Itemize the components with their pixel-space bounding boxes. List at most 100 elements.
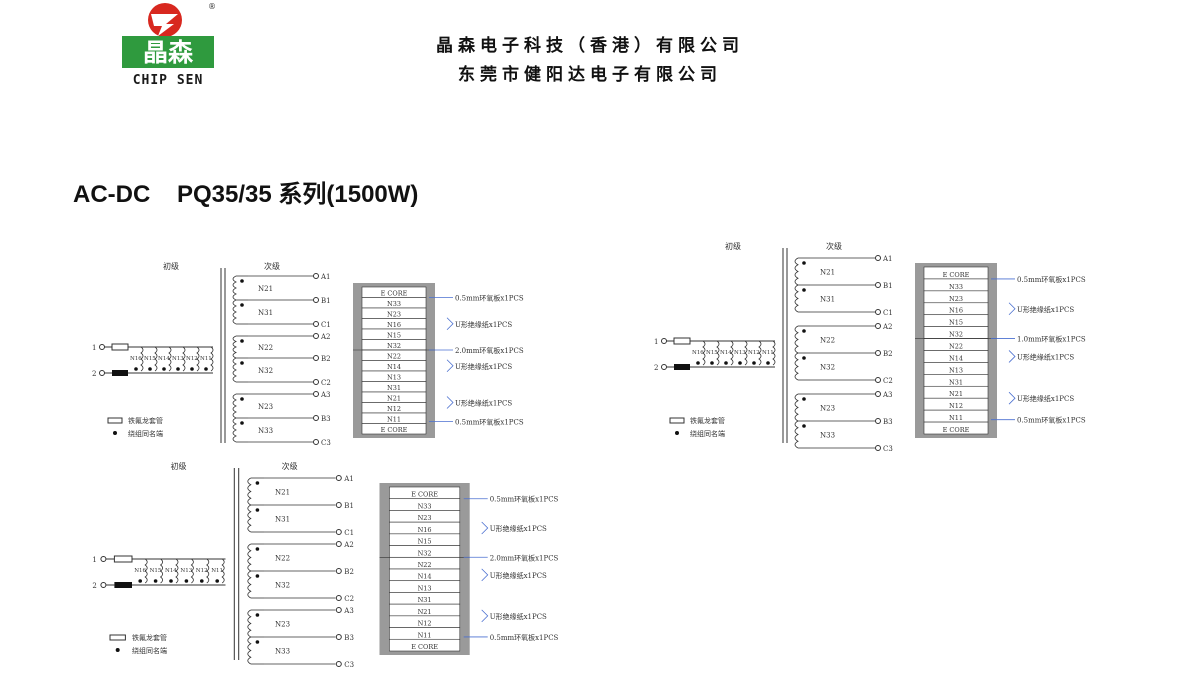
dot-mark: [766, 361, 770, 365]
dot-mark: [240, 421, 244, 425]
primary-winding-label: N14: [158, 356, 170, 362]
primary-coil: [702, 340, 706, 366]
secondary-coil: [232, 275, 237, 301]
legend-dot-label: 绕组同名端: [128, 429, 163, 438]
pin-1-terminal: [661, 338, 667, 344]
layer-label: N31: [387, 384, 401, 392]
annotation-label: U形绝缘纸x1PCS: [1017, 394, 1074, 403]
dot-mark: [240, 397, 244, 401]
dot-mark: [240, 339, 244, 343]
bracket-arrow: [446, 317, 454, 331]
secondary-coil: [794, 352, 799, 381]
output-terminal: [335, 568, 342, 574]
annotation-label: U形绝缘纸x1PCS: [490, 571, 547, 580]
secondary-winding-label: N31: [820, 296, 835, 304]
output-label: B1: [321, 297, 331, 305]
output-label: A3: [882, 391, 893, 399]
core-label-cell: [361, 423, 427, 435]
dot-mark: [802, 288, 806, 292]
secondary-coil: [794, 420, 799, 449]
layer-label: N23: [387, 311, 401, 319]
company-name-hk: 晶森电子科技（香港）有限公司: [436, 36, 744, 56]
primary-winding-label: N13: [734, 350, 746, 356]
logo-green-band: [122, 36, 214, 68]
layer-label: N11: [949, 414, 963, 422]
dot-mark: [148, 367, 152, 371]
primary-coil: [182, 346, 186, 372]
layer-label: N21: [949, 390, 963, 398]
secondary-coil: [247, 636, 252, 665]
output-terminal: [313, 391, 319, 397]
core-label-cell: [389, 638, 461, 652]
dot-mark: [802, 397, 806, 401]
output-terminal: [875, 391, 881, 397]
output-label: A1: [343, 475, 354, 483]
output-label: A1: [320, 273, 331, 281]
layer-label: N22: [949, 343, 963, 351]
secondary-coil: [232, 357, 237, 383]
secondary-label: 次级: [264, 261, 280, 271]
secondary-winding-label: N22: [820, 337, 835, 345]
primary-winding-label: N14: [165, 568, 177, 574]
output-terminal: [313, 297, 319, 303]
layer-label: N12: [387, 405, 401, 413]
primary-winding-label: N11: [200, 356, 212, 362]
layer-label: N31: [418, 596, 432, 604]
layer-label: N13: [418, 584, 432, 592]
primary-winding-label: N13: [180, 568, 192, 574]
output-label: C3: [883, 445, 893, 453]
primary-coil: [716, 340, 720, 366]
secondary-coil: [794, 257, 799, 286]
output-label: B2: [321, 355, 331, 363]
primary-winding-label: N16: [134, 568, 146, 574]
primary-winding-label: N16: [130, 356, 142, 362]
pin-2-terminal: [661, 364, 667, 370]
output-label: A3: [320, 391, 331, 399]
layer-label: N16: [418, 526, 432, 534]
output-terminal: [875, 282, 881, 288]
legend-tube-icon: [107, 417, 123, 424]
output-label: C2: [321, 379, 331, 387]
primary-label: 初级: [171, 461, 187, 471]
page-title: AC-DC PQ35/35 系列(1500W): [73, 181, 419, 208]
output-label: B2: [344, 568, 354, 576]
pin-2-label: 2: [92, 582, 96, 590]
secondary-winding-label: N23: [275, 621, 290, 629]
pin-1-label: 1: [92, 556, 96, 564]
layer-label: N21: [387, 395, 401, 403]
output-terminal: [335, 661, 342, 667]
output-terminal: [875, 418, 881, 424]
dot-mark: [255, 547, 260, 551]
pin-2-label: 2: [92, 370, 96, 378]
bracket-arrow: [481, 568, 489, 582]
secondary-winding-label: N23: [820, 405, 835, 413]
core-label-cell: [923, 421, 989, 435]
secondary-winding-label: N31: [275, 516, 290, 524]
layer-label: N31: [949, 378, 963, 386]
logo-subtitle: CHIP SEN: [133, 73, 204, 88]
output-label: A3: [343, 607, 354, 615]
layer-label: N14: [418, 573, 432, 581]
bracket-arrow: [1008, 350, 1016, 363]
dot-mark: [240, 279, 244, 283]
layer-label: N23: [418, 514, 432, 522]
dot-mark: [200, 579, 204, 583]
output-label: A2: [320, 333, 331, 341]
teflon-tube-icon: [673, 337, 691, 345]
primary-winding-label: N16: [692, 350, 704, 356]
dot-mark: [134, 367, 138, 371]
secondary-coil: [232, 335, 237, 359]
dot-mark: [190, 367, 194, 371]
legend-dot-label: 绕组同名端: [690, 429, 725, 438]
layer-label: N15: [949, 319, 963, 327]
dot-mark: [176, 367, 180, 371]
annotation-label: 0.5mm环氧板x1PCS: [490, 633, 559, 642]
layer-label: N11: [418, 631, 432, 639]
bracket-arrow: [481, 521, 489, 535]
layer-label: N13: [949, 366, 963, 374]
primary-coil: [159, 558, 163, 584]
primary-winding-label: N12: [748, 350, 760, 356]
secondary-coil: [232, 417, 237, 443]
dot-mark: [802, 356, 806, 360]
